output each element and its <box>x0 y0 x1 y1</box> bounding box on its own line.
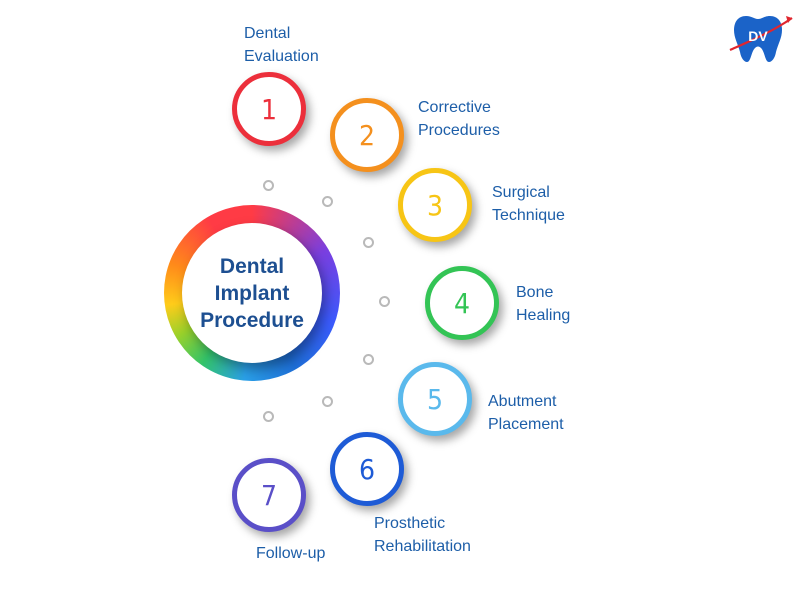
step-5-number: 5 <box>426 382 444 416</box>
step-2-number: 2 <box>358 118 376 152</box>
center-hub-inner: Dental Implant Procedure <box>182 223 322 363</box>
step-3-number: 3 <box>426 188 444 222</box>
center-hub: Dental Implant Procedure <box>164 205 340 381</box>
step-6-circle: 6 <box>330 432 404 506</box>
step-7-label: Follow-up <box>256 545 326 562</box>
logo-text: DV <box>748 28 768 44</box>
connector-dot <box>363 354 374 365</box>
step-5-circle: 5 <box>398 362 472 436</box>
step-6-label: Prosthetic Rehabilitation <box>374 515 471 555</box>
tooth-logo-icon: DV <box>729 16 793 62</box>
step-4-circle: 4 <box>425 266 499 340</box>
connector-dot <box>263 411 274 422</box>
step-1-number: 1 <box>260 92 278 126</box>
center-title: Dental Implant Procedure <box>200 254 304 332</box>
step-6-number: 6 <box>358 452 376 486</box>
connector-dot <box>363 237 374 248</box>
step-7-circle: 7 <box>232 458 306 532</box>
dv-logo: DV <box>728 10 794 66</box>
step-5-label: Abutment Placement <box>488 393 564 433</box>
step-1-label: Dental Evaluation <box>244 25 319 65</box>
step-2-circle: 2 <box>330 98 404 172</box>
step-2-label: Corrective Procedures <box>418 99 500 139</box>
connector-dot <box>322 396 333 407</box>
step-4-number: 4 <box>453 286 471 320</box>
step-4-label: Bone Healing <box>516 284 571 324</box>
step-3-label: Surgical Technique <box>492 184 565 224</box>
step-7-number: 7 <box>260 478 278 512</box>
connector-dot <box>379 296 390 307</box>
connector-dot <box>263 180 274 191</box>
step-1-circle: 1 <box>232 72 306 146</box>
connector-dot <box>322 196 333 207</box>
step-3-circle: 3 <box>398 168 472 242</box>
